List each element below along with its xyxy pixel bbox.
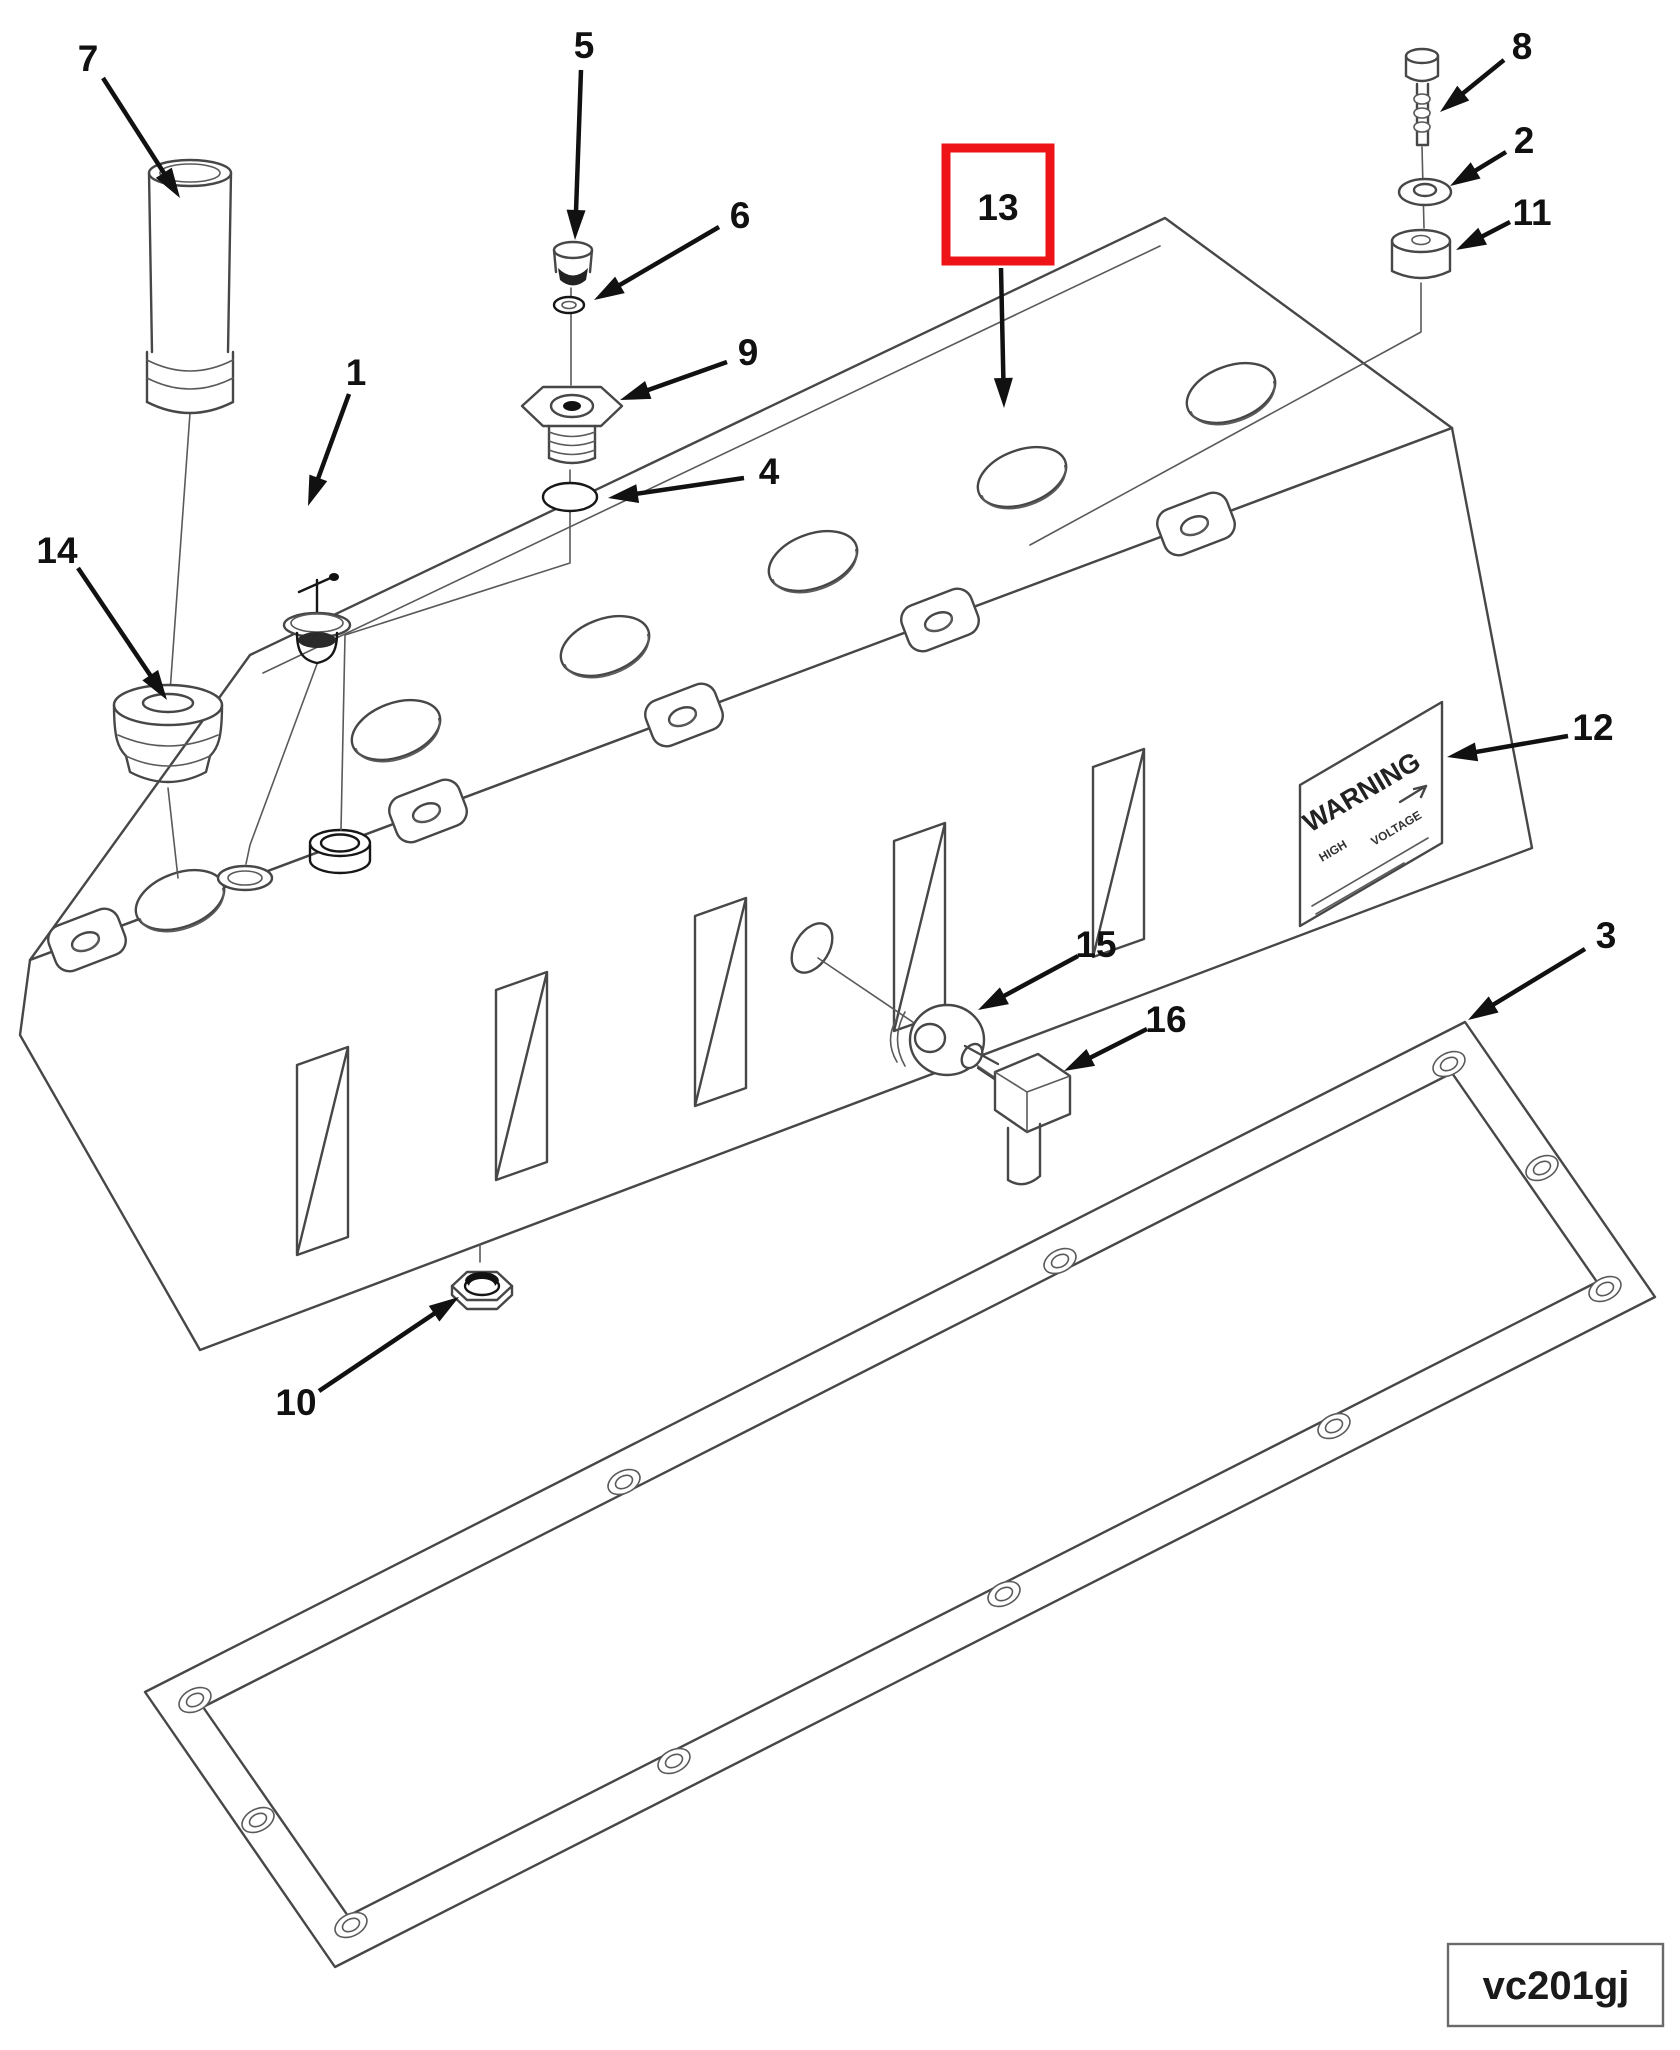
part-1-vent-valve [245,573,352,865]
highlight-box [941,143,1055,266]
callout-3: 3 [1468,915,1616,1020]
callout-6: 6 [594,195,750,300]
part-2-washer [1397,177,1453,207]
callout-number-13: 13 [977,187,1018,228]
callout-9: 9 [620,332,758,400]
callout-13: 13 [941,143,1055,408]
drawing-code: vc201gj [1483,1964,1630,2008]
callout-number-7: 7 [78,38,99,79]
callout-number-14: 14 [36,530,78,571]
part-4-oring [340,469,599,831]
part-9-fitting [520,385,624,465]
callout-number-10: 10 [275,1382,316,1423]
part-14-grommet [112,683,224,879]
seal-ring-dark [308,828,372,875]
assembly-line-11 [1029,282,1422,546]
callout-number-1: 1 [346,352,367,393]
cover-top-holes [134,361,1277,933]
callout-number-4: 4 [759,451,780,492]
callout-number-12: 12 [1572,707,1613,748]
callout-5: 5 [566,25,595,240]
part-10-nut [450,1270,514,1311]
callout-10: 10 [275,1297,459,1423]
callout-7: 7 [78,38,180,198]
callout-14: 14 [36,530,167,700]
callout-number-6: 6 [730,195,751,236]
callout-15: 15 [978,924,1117,1010]
callout-2: 2 [1450,120,1534,186]
callout-number-8: 8 [1512,26,1533,67]
gasket-part [143,1020,1657,1969]
callout-number-11: 11 [1512,192,1551,233]
callout-1: 1 [308,352,366,506]
callout-number-9: 9 [738,332,759,373]
callout-number-3: 3 [1596,915,1617,956]
callout-8: 8 [1440,26,1532,112]
callout-number-2: 2 [1514,120,1535,161]
part-11-isolator [1390,228,1452,280]
callout-16: 16 [1064,999,1187,1071]
callout-12: 12 [1447,707,1614,762]
part-7-tube [145,158,235,693]
part-6-oring [552,295,586,315]
callout-4: 4 [608,451,780,504]
seal-ring-light [216,864,274,892]
part-16-elbow-fitting [960,1042,1072,1186]
valve-cover-part [18,216,1534,1352]
warning-label: WARNING HIGH VOLTAGE [1298,700,1444,928]
drawing-code-box: vc201gj [1446,1942,1665,2028]
callout-number-15: 15 [1075,924,1116,965]
callout-11: 11 [1456,192,1552,250]
cover-mount-tabs [47,491,1236,973]
callout-number-5: 5 [574,25,595,66]
callout-number-16: 16 [1145,999,1186,1040]
cover-windows [295,747,1146,1257]
